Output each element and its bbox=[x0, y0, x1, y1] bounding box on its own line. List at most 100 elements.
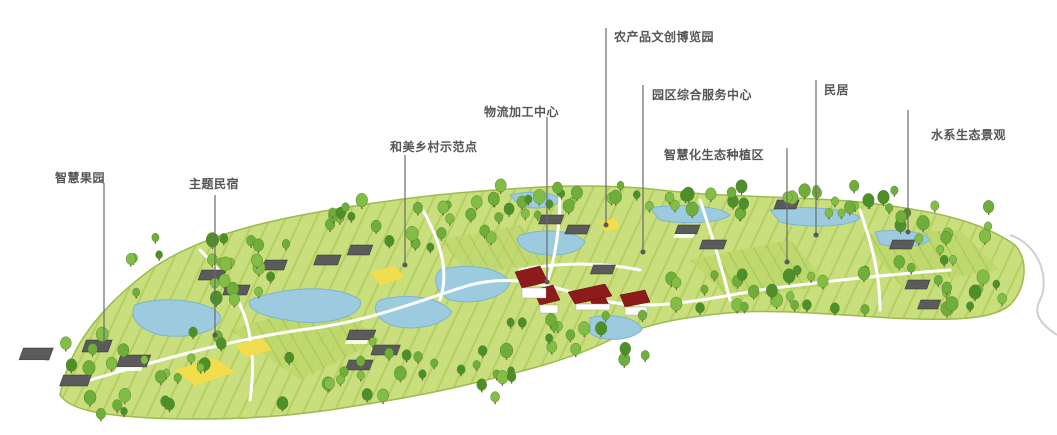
tree bbox=[824, 208, 834, 220]
red-roof-buildings bbox=[514, 265, 651, 311]
tree bbox=[734, 208, 745, 222]
tree bbox=[95, 408, 106, 422]
label-residence: 民居 bbox=[824, 83, 850, 97]
tree bbox=[251, 253, 263, 270]
tree bbox=[478, 345, 488, 358]
tree bbox=[471, 195, 483, 211]
tree bbox=[857, 266, 870, 283]
tree bbox=[384, 235, 395, 249]
tree bbox=[117, 343, 130, 359]
tree bbox=[570, 342, 582, 358]
tree bbox=[893, 255, 905, 271]
tree bbox=[936, 244, 945, 256]
tree bbox=[219, 256, 232, 273]
tree bbox=[798, 183, 811, 200]
label-theme-homestay: 主题民宿 bbox=[189, 177, 240, 191]
tree bbox=[216, 337, 227, 352]
label-agri-expo-park: 农产品文创博览园 bbox=[614, 30, 715, 44]
tree bbox=[941, 281, 952, 296]
tree bbox=[384, 347, 394, 361]
tree bbox=[394, 365, 407, 383]
tree bbox=[685, 201, 699, 219]
tree bbox=[361, 388, 373, 403]
tree bbox=[930, 200, 940, 213]
tree bbox=[254, 286, 263, 299]
tree bbox=[849, 179, 860, 194]
tree bbox=[82, 360, 96, 378]
tree bbox=[695, 302, 705, 316]
tree bbox=[472, 360, 481, 372]
tree bbox=[860, 304, 870, 317]
tree bbox=[155, 250, 163, 261]
tree bbox=[640, 350, 650, 363]
tree bbox=[601, 311, 610, 323]
tree bbox=[339, 366, 349, 379]
tree bbox=[83, 390, 97, 407]
tree bbox=[817, 274, 829, 290]
tree bbox=[494, 212, 504, 225]
tree bbox=[499, 342, 514, 360]
tree bbox=[418, 369, 427, 381]
tree bbox=[324, 377, 335, 392]
tree bbox=[503, 202, 515, 217]
tree bbox=[437, 200, 449, 216]
tree bbox=[266, 271, 275, 284]
tree bbox=[976, 269, 990, 287]
tree bbox=[552, 181, 563, 196]
tree bbox=[341, 202, 350, 214]
tree bbox=[790, 300, 799, 312]
tree bbox=[252, 238, 264, 254]
tree bbox=[664, 191, 675, 205]
tree bbox=[218, 273, 231, 290]
tree bbox=[710, 270, 719, 282]
building-clusters bbox=[17, 199, 942, 387]
tree bbox=[164, 397, 175, 413]
tree bbox=[645, 200, 654, 213]
tree bbox=[616, 180, 625, 192]
tree bbox=[377, 388, 389, 404]
tree bbox=[105, 356, 118, 372]
tree bbox=[830, 302, 840, 316]
tree bbox=[595, 321, 608, 338]
tree bbox=[533, 189, 546, 206]
tree bbox=[914, 233, 924, 246]
tree bbox=[890, 185, 899, 197]
label-water-landscape: 水系生态景观 bbox=[931, 128, 1007, 142]
tree bbox=[637, 309, 648, 323]
tree-layer bbox=[60, 178, 1007, 422]
tree bbox=[370, 219, 382, 235]
tree bbox=[356, 370, 365, 382]
tree bbox=[562, 199, 575, 215]
tree bbox=[506, 317, 515, 329]
label-logistics-center: 物流加工中心 bbox=[484, 105, 560, 119]
label-model-village: 和美乡村示范点 bbox=[390, 140, 478, 154]
tree bbox=[916, 215, 930, 233]
tree bbox=[118, 387, 132, 405]
field-patch bbox=[230, 300, 380, 380]
tree bbox=[565, 329, 576, 343]
tree bbox=[578, 321, 591, 338]
tree bbox=[968, 284, 982, 302]
tree bbox=[368, 337, 377, 348]
tree bbox=[618, 352, 631, 368]
tree bbox=[731, 298, 744, 314]
tree bbox=[700, 284, 709, 296]
tree bbox=[940, 230, 952, 246]
label-service-center: 园区综合服务中心 bbox=[652, 88, 753, 102]
tree bbox=[112, 399, 123, 413]
tree bbox=[151, 232, 160, 244]
tree bbox=[534, 210, 542, 222]
tree bbox=[680, 189, 691, 204]
red-roof-walls bbox=[521, 287, 648, 316]
tree bbox=[524, 194, 533, 206]
tree bbox=[862, 193, 875, 209]
tree bbox=[966, 301, 974, 313]
tree bbox=[895, 210, 907, 226]
tree bbox=[992, 279, 1000, 291]
tree bbox=[807, 271, 816, 283]
tree bbox=[476, 378, 487, 393]
tree bbox=[802, 299, 812, 313]
tree bbox=[793, 265, 802, 277]
tree bbox=[520, 208, 530, 221]
